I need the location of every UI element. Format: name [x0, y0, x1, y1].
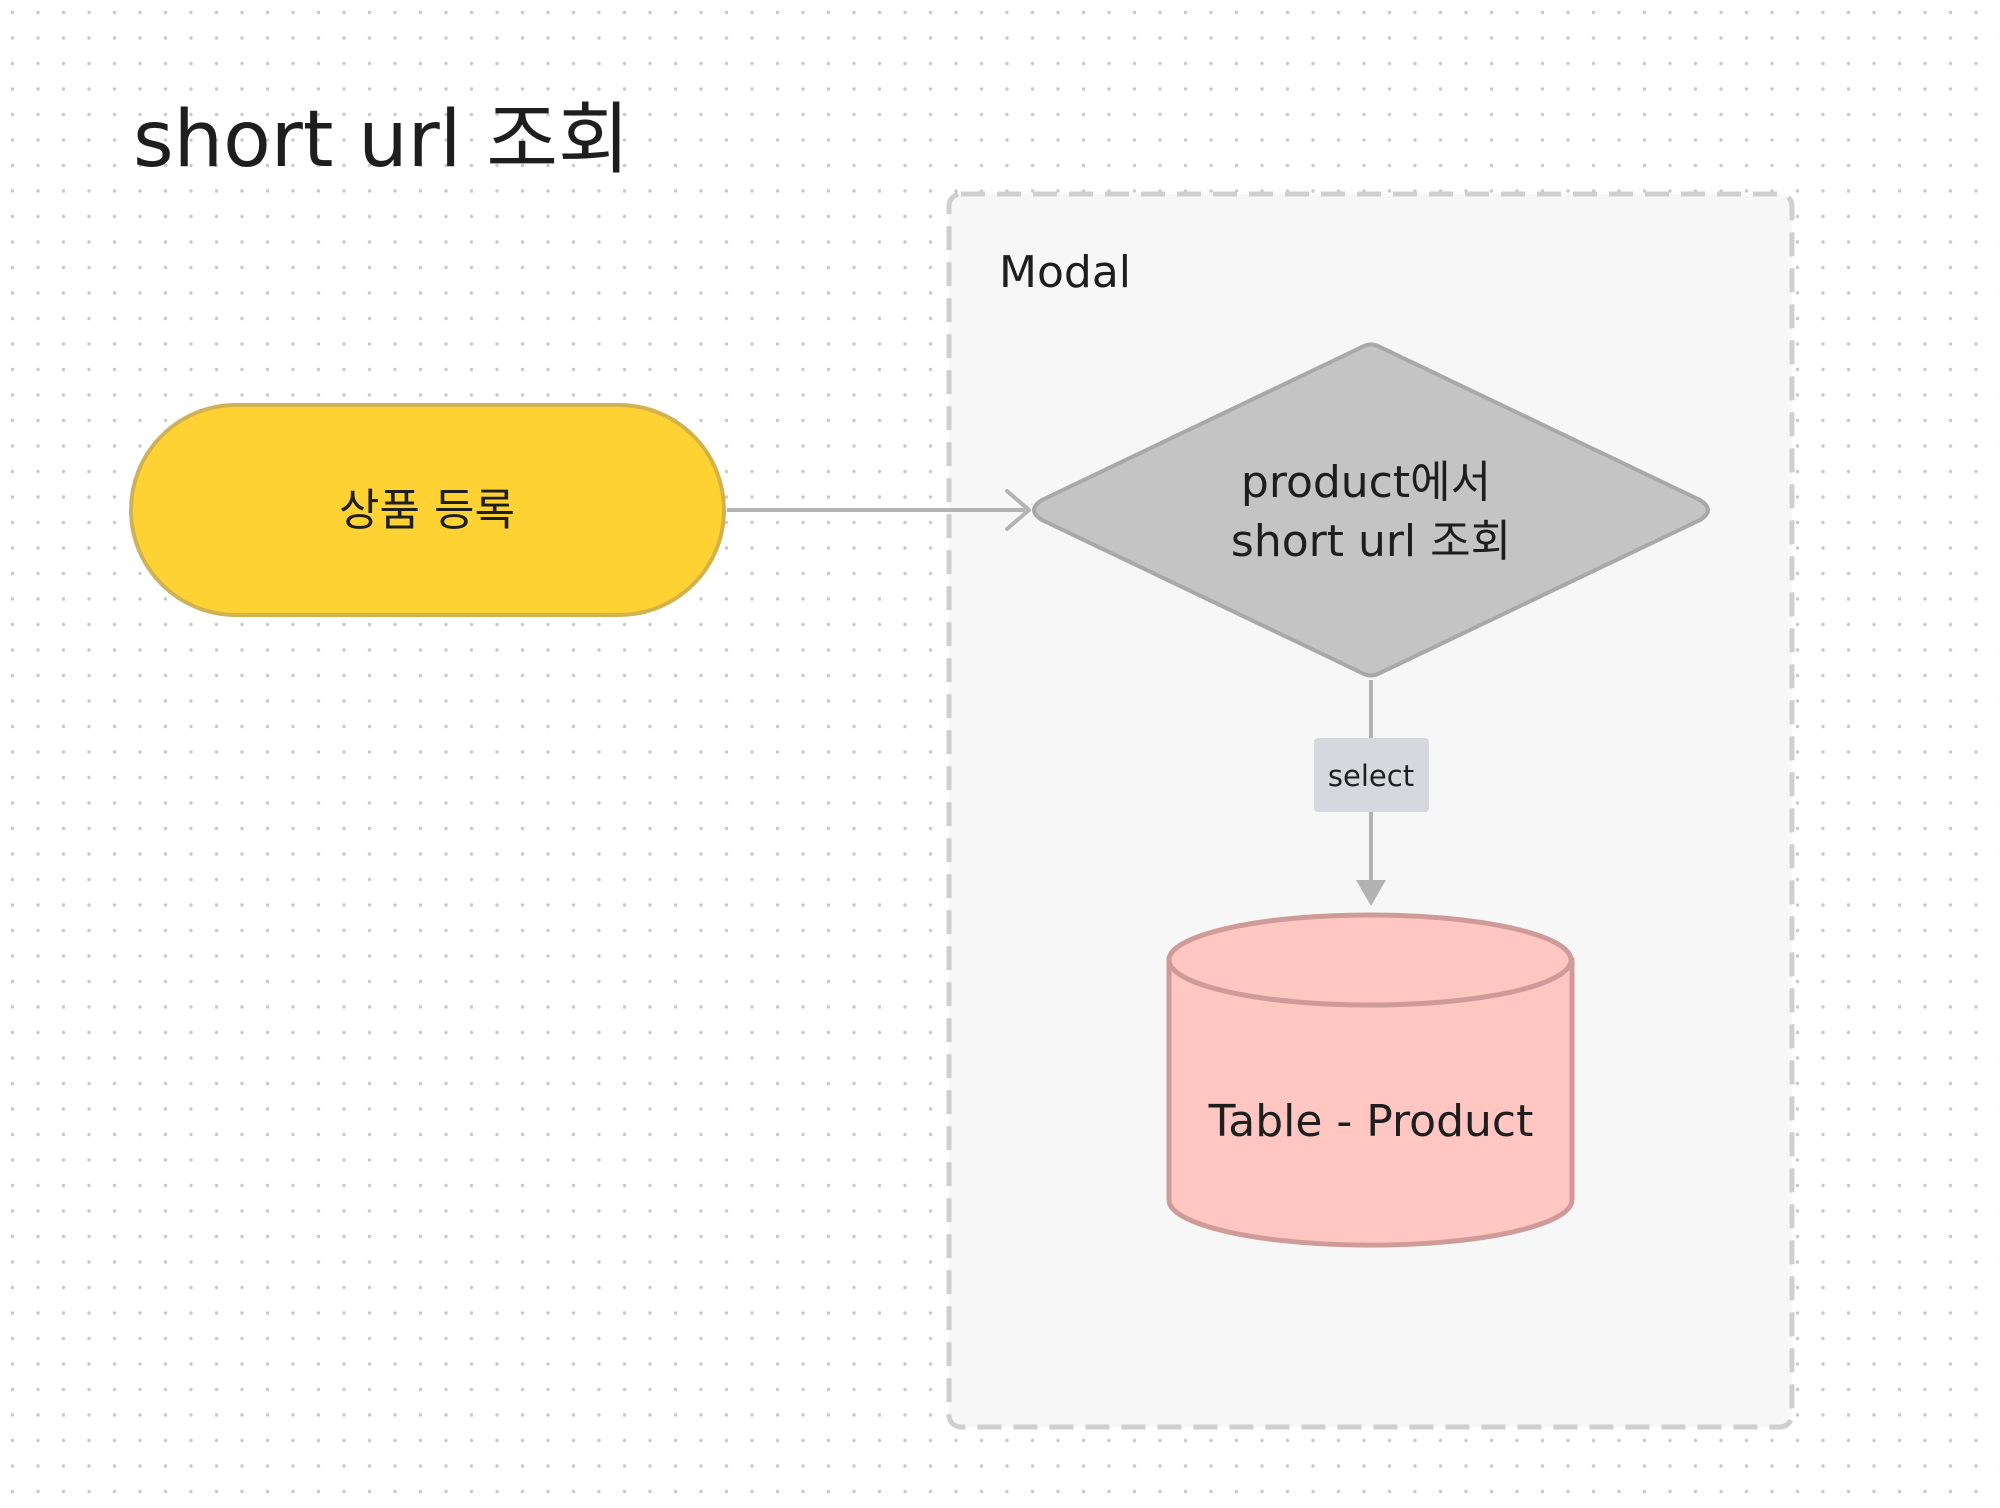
edge-start-to-decision[interactable]: [727, 489, 1031, 531]
node-decision-label-line2: short url 조회: [1231, 516, 1511, 567]
edge-label-text: select: [1328, 759, 1414, 793]
node-decision-label-line1: product에서: [1241, 457, 1491, 508]
page-title: short url 조회: [133, 95, 630, 185]
edge-label-select: select: [1314, 738, 1429, 812]
node-database-cylinder[interactable]: Table - Product: [1166, 912, 1575, 1248]
node-database-label: Table - Product: [1208, 1096, 1534, 1147]
node-decision-diamond[interactable]: product에서 short url 조회: [1032, 342, 1710, 678]
frame-label: Modal: [999, 247, 1131, 298]
node-start-label: 상품 등록: [339, 485, 515, 536]
node-start-terminator[interactable]: 상품 등록: [129, 403, 726, 617]
